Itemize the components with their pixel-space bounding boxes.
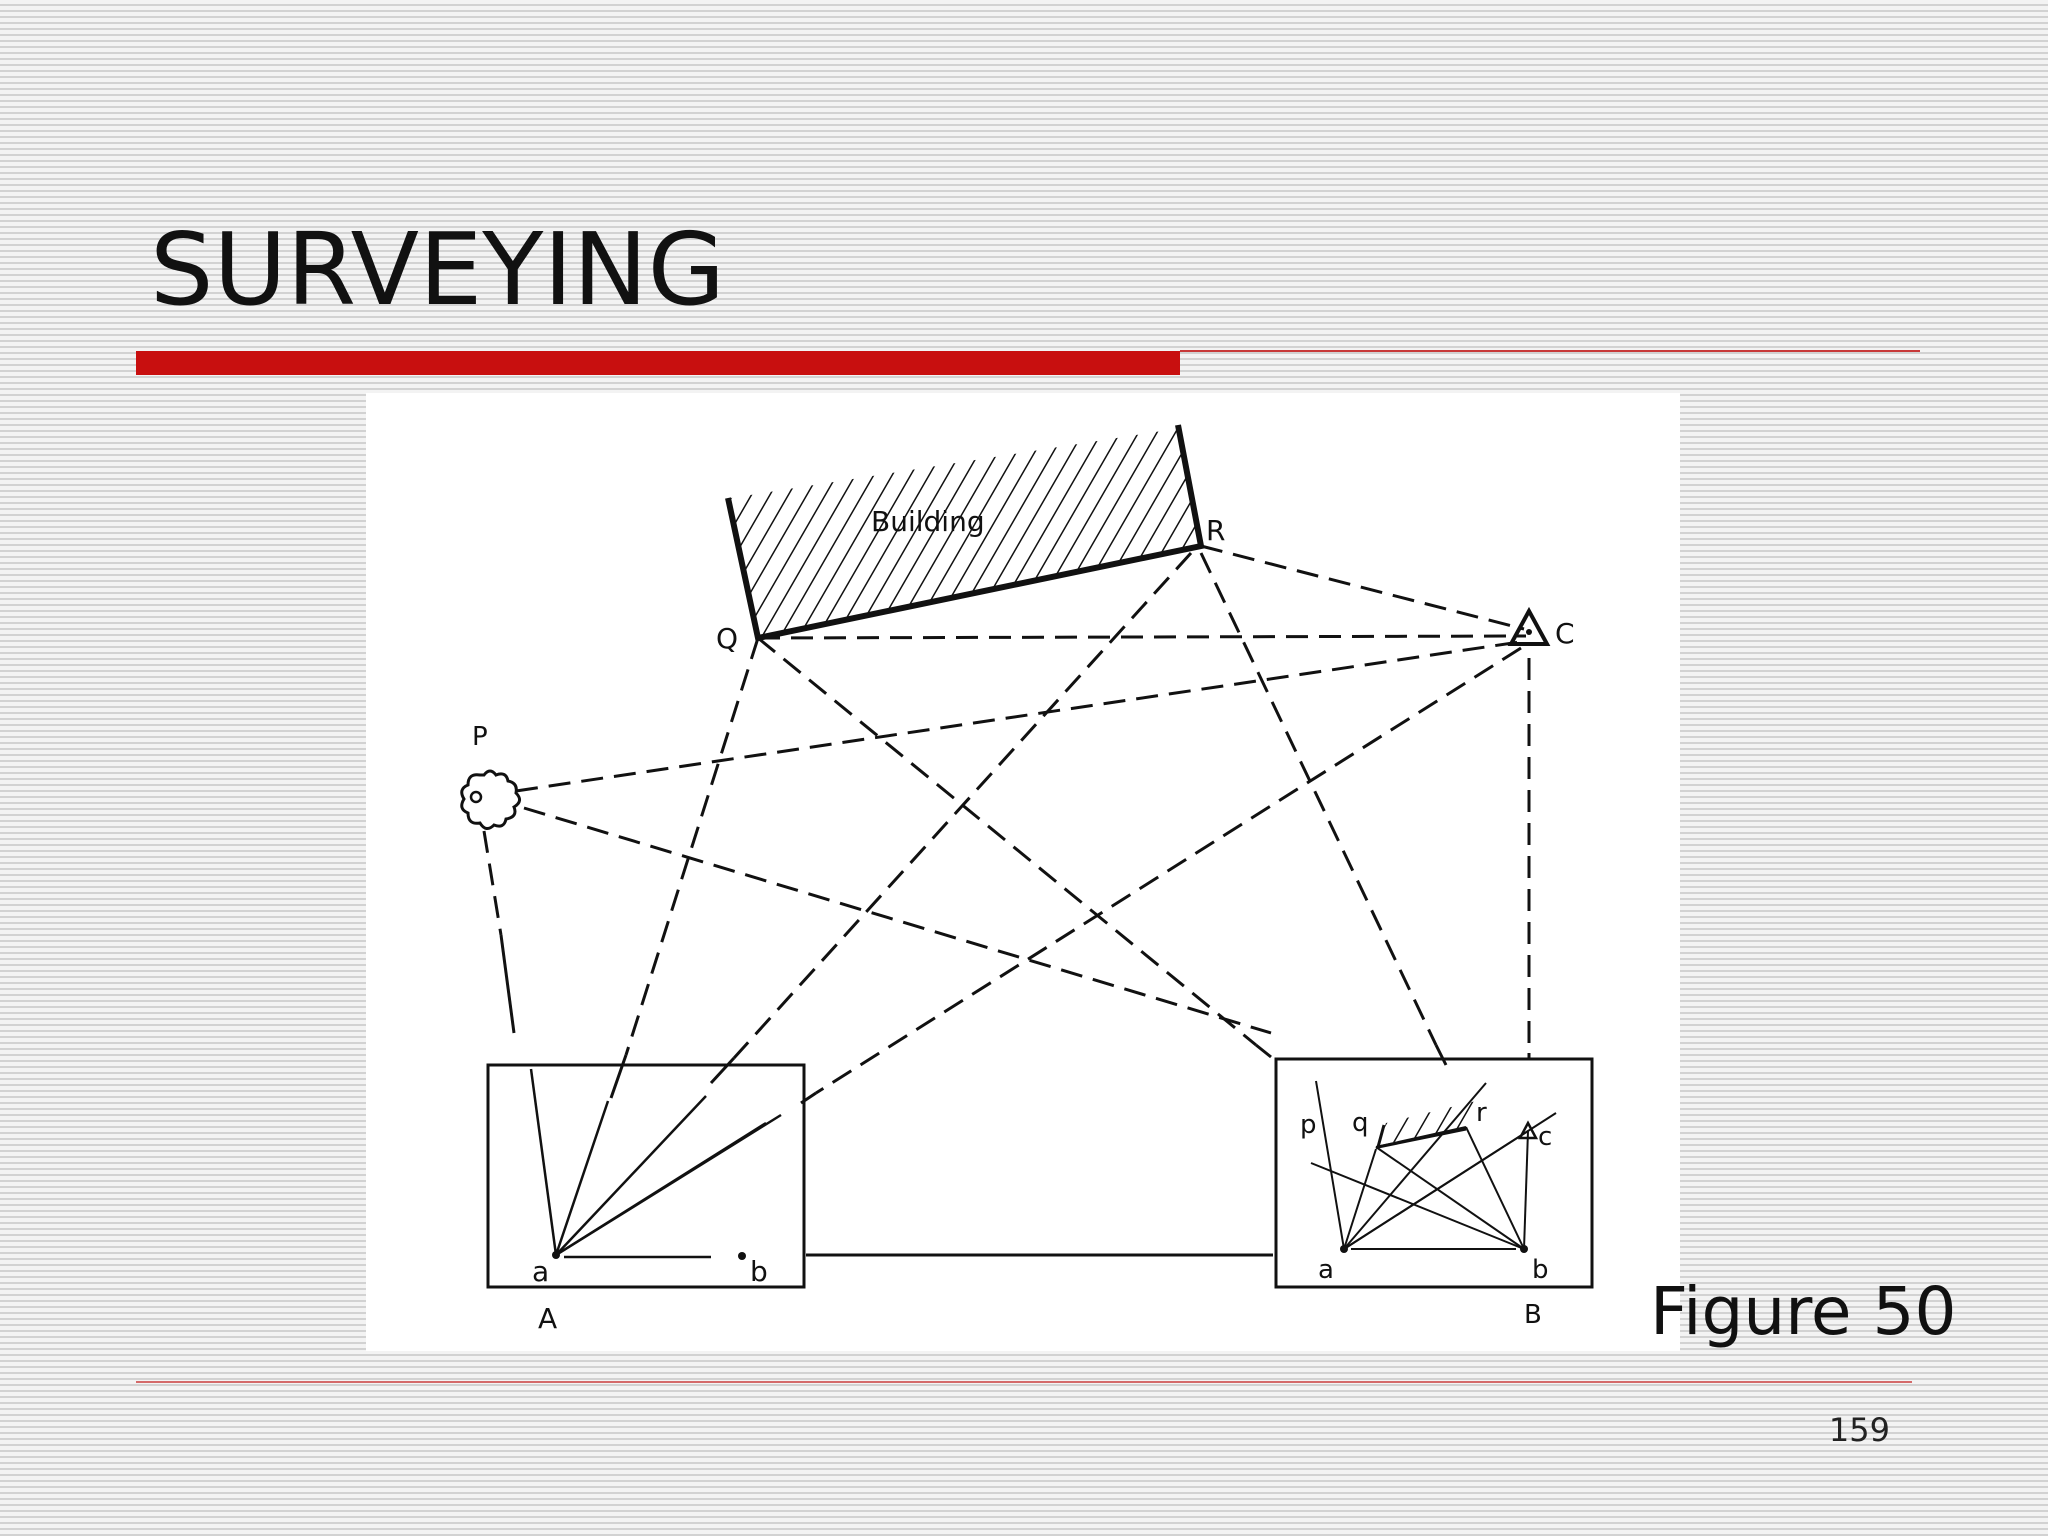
station-P: P <box>460 722 521 830</box>
board-B-point-b: b <box>1532 1255 1549 1285</box>
board-B-point-a: a <box>1318 1255 1334 1285</box>
title-accent-bar <box>136 351 1180 375</box>
figure-caption: Figure 50 <box>1650 1273 1957 1350</box>
station-C: C <box>1507 606 1575 650</box>
board-B-r: r <box>1476 1098 1487 1128</box>
solid-rays <box>499 934 1531 1257</box>
plane-table-B: p q r c a b B <box>1274 1057 1594 1330</box>
line-Q-C <box>757 634 1527 640</box>
building <box>725 424 1205 642</box>
line-P-B <box>523 806 1272 1035</box>
label-R: R <box>1206 514 1225 547</box>
line-P-C <box>515 639 1527 793</box>
label-building: Building <box>871 505 985 538</box>
line-Q-B <box>757 636 1257 1047</box>
plane-table-diagram: P C Q R Building a b A <box>460 424 1594 1335</box>
line-R-C <box>1200 544 1525 631</box>
slide-title: SURVEYING <box>150 211 726 328</box>
line-Q-A <box>624 637 760 1056</box>
board-B-p: p <box>1300 1110 1317 1140</box>
footer-rule <box>136 1381 1912 1383</box>
label-Q: Q <box>716 622 738 655</box>
page-number: 159 <box>1828 1411 1890 1449</box>
board-A-point-b: b <box>750 1255 768 1288</box>
board-B-q: q <box>1352 1108 1369 1138</box>
title-rule <box>1180 350 1920 352</box>
plane-table-A: a b A <box>486 1063 806 1335</box>
board-B-c: c <box>1538 1122 1552 1152</box>
line-C-A <box>815 646 1522 1095</box>
label-P: P <box>472 722 488 752</box>
line-R-B <box>1199 552 1438 1046</box>
surveying-figure: P C Q R Building a b A <box>366 393 1680 1351</box>
board-A-point-a: a <box>532 1255 549 1288</box>
line-R-A <box>732 551 1193 1060</box>
line-P-A <box>482 830 503 936</box>
label-C: C <box>1555 617 1575 650</box>
board-B-label: B <box>1524 1300 1542 1330</box>
dashed-sight-lines <box>482 544 1531 1095</box>
board-A-label: A <box>538 1302 557 1335</box>
